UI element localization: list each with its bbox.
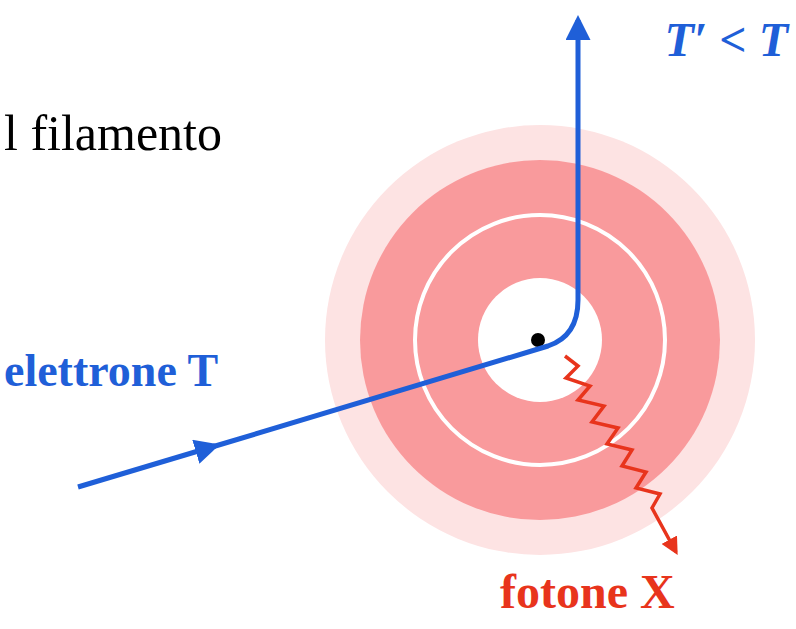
electron-arrow-mid [78, 446, 215, 487]
energy-label: T′ < T [665, 16, 789, 64]
middle-shell [360, 160, 720, 520]
outer-shell [325, 125, 755, 555]
nucleus [531, 333, 545, 347]
photon-label: fotone X [500, 568, 675, 616]
photon-wave [565, 356, 676, 552]
electron-path [212, 20, 578, 447]
shell-gap [415, 215, 665, 465]
cut-label: l filamento [4, 108, 222, 158]
electron-label: elettrone T [4, 348, 218, 394]
